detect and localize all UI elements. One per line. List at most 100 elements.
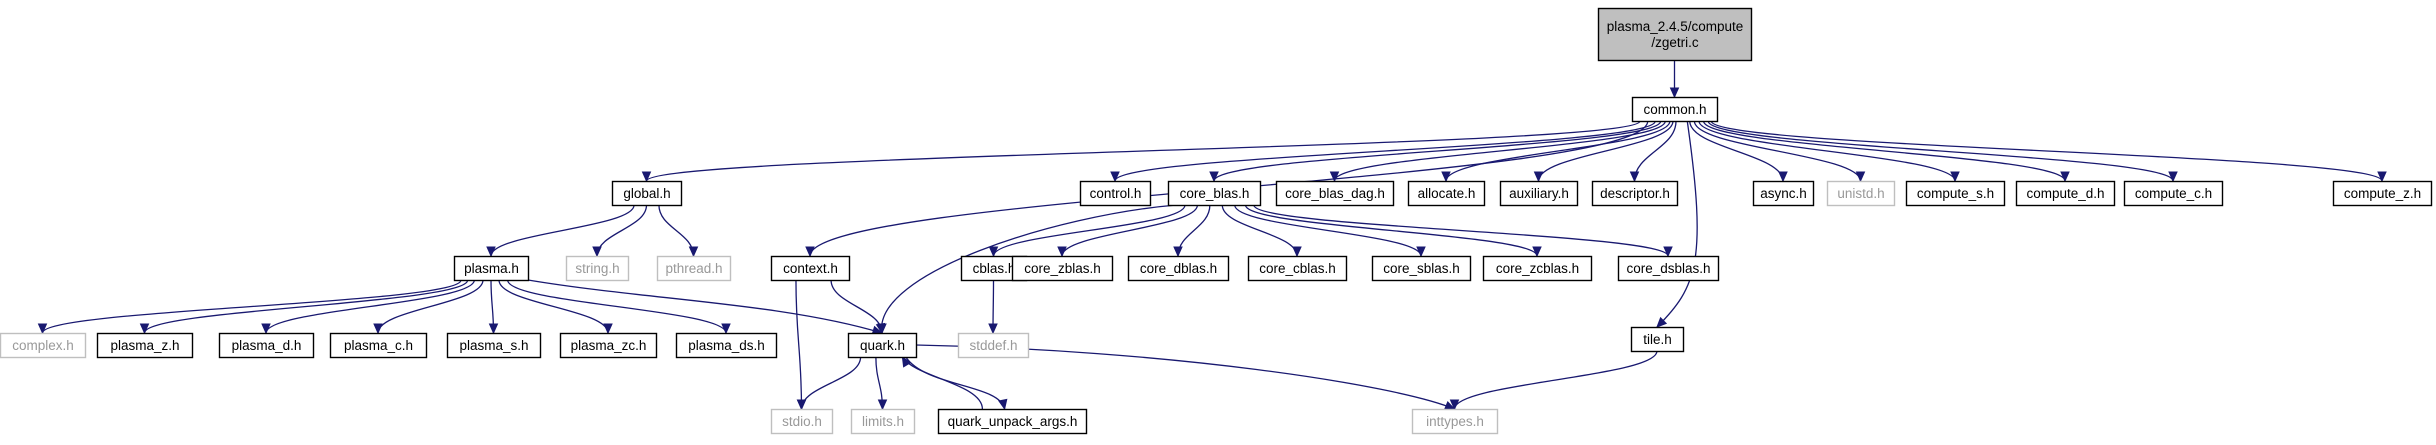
node-label: stddef.h <box>969 338 1017 353</box>
node-quark-unpack[interactable]: quark_unpack_args.h <box>937 408 1088 435</box>
node-box <box>1407 180 1486 207</box>
node-core-zcblas[interactable]: core_zcblas.h <box>1482 255 1593 282</box>
node-core-sblas[interactable]: core_sblas.h <box>1371 255 1472 282</box>
edge-quark_unpack-to-quark <box>901 356 984 410</box>
node-label: control.h <box>1090 186 1142 201</box>
node-string[interactable]: string.h <box>565 255 630 282</box>
node-label: complex.h <box>12 338 74 353</box>
node-plasma-c[interactable]: plasma_c.h <box>329 332 428 359</box>
node-plasma-s[interactable]: plasma_s.h <box>446 332 542 359</box>
node-compute-d[interactable]: compute_d.h <box>2015 180 2116 207</box>
edge-tile-to-inttypes <box>1453 350 1658 410</box>
node-label: compute_c.h <box>2135 186 2212 201</box>
edge-arrowhead-common-descriptor <box>1629 171 1640 183</box>
node-box <box>1079 180 1152 207</box>
node-label: core_dsblas.h <box>1626 261 1710 276</box>
edge-arrowhead-common-global <box>641 171 652 183</box>
node-cblas[interactable]: cblas.h <box>960 255 1028 282</box>
node-control[interactable]: control.h <box>1079 180 1152 207</box>
edge-arrowhead-common-auxiliary <box>1533 171 1544 183</box>
node-plasma-z[interactable]: plasma_z.h <box>96 332 194 359</box>
node-label: core_sblas.h <box>1383 261 1460 276</box>
edge-arrowhead-plasma-complex <box>37 323 48 335</box>
node-core-dblas[interactable]: core_dblas.h <box>1127 255 1230 282</box>
edge-common-to-compute_d <box>1702 120 2066 182</box>
node-allocate[interactable]: allocate.h <box>1407 180 1486 207</box>
node-box <box>1597 7 1753 62</box>
node-compute-c[interactable]: compute_c.h <box>2123 180 2224 207</box>
node-box <box>611 180 683 207</box>
edge-quark-to-stdio <box>800 356 862 410</box>
node-root[interactable]: plasma_2.4.5/compute/zgetri.c <box>1597 7 1753 62</box>
node-box <box>770 408 834 435</box>
node-label: compute_s.h <box>1917 186 1994 201</box>
node-box <box>656 255 732 282</box>
edge-arrowhead-plasma-plasma_s <box>488 323 499 335</box>
node-box <box>1752 180 1815 207</box>
edge-core_blas-to-core_dsblas <box>1253 204 1669 257</box>
edge-core_blas-to-core_dblas <box>1177 204 1211 257</box>
node-label: cblas.h <box>973 261 1016 276</box>
edge-arrowhead-plasma-plasma_d <box>261 323 271 335</box>
node-quark[interactable]: quark.h <box>847 332 918 359</box>
node-box <box>565 255 630 282</box>
node-core-blas-dag[interactable]: core_blas_dag.h <box>1275 180 1395 207</box>
edge-arrowhead-common-control <box>1110 171 1120 183</box>
node-common[interactable]: common.h <box>1631 96 1719 123</box>
node-descriptor[interactable]: descriptor.h <box>1591 180 1679 207</box>
node-label: plasma_2.4.5/compute <box>1607 19 1744 34</box>
node-plasma[interactable]: plasma.h <box>453 255 530 282</box>
node-label: plasma_z.h <box>110 338 179 353</box>
edge-plasma-to-plasma_zc <box>498 279 609 334</box>
node-core-blas[interactable]: core_blas.h <box>1167 180 1262 207</box>
graph-nodes: plasma_2.4.5/compute/zgetri.c common.h glo… <box>0 7 2433 435</box>
node-complex[interactable]: complex.h <box>0 332 87 359</box>
edge-arrowhead-common-allocate <box>1441 171 1451 183</box>
node-plasma-zc[interactable]: plasma_zc.h <box>559 332 658 359</box>
edge-plasma-to-plasma_c <box>377 279 484 334</box>
node-label: plasma.h <box>464 261 519 276</box>
node-stddef[interactable]: stddef.h <box>957 332 1030 359</box>
node-context[interactable]: context.h <box>770 255 851 282</box>
edge-plasma-to-quark <box>527 279 883 334</box>
node-unistd[interactable]: unistd.h <box>1826 180 1896 207</box>
edge-arrowhead-core_blas-core_sblas <box>1416 246 1426 258</box>
node-box <box>770 255 851 282</box>
node-tile[interactable]: tile.h <box>1630 326 1685 353</box>
edge-arrowhead-common-context <box>805 246 815 258</box>
edge-arrowhead-cblas-stddef <box>988 323 998 335</box>
node-async[interactable]: async.h <box>1752 180 1815 207</box>
node-auxiliary[interactable]: auxiliary.h <box>1499 180 1579 207</box>
edge-context-to-quark <box>830 279 883 334</box>
node-core-cblas[interactable]: core_cblas.h <box>1247 255 1348 282</box>
node-plasma-d[interactable]: plasma_d.h <box>218 332 315 359</box>
node-label: async.h <box>1760 186 1807 201</box>
node-label: core_blas.h <box>1180 186 1250 201</box>
edge-arrowhead-plasma-plasma_zc <box>603 323 613 335</box>
node-inttypes[interactable]: inttypes.h <box>1411 408 1499 435</box>
node-core-zblas[interactable]: core_zblas.h <box>1011 255 1114 282</box>
node-box <box>1499 180 1579 207</box>
edge-core_blas-to-quark <box>881 204 1177 334</box>
edge-common-to-control <box>1114 120 1657 182</box>
node-box <box>850 408 916 435</box>
node-compute-s[interactable]: compute_s.h <box>1905 180 2006 207</box>
node-limits[interactable]: limits.h <box>850 408 916 435</box>
node-label: quark.h <box>860 338 905 353</box>
node-pthread[interactable]: pthread.h <box>656 255 732 282</box>
node-label: core_cblas.h <box>1259 261 1336 276</box>
edge-arrowhead-core_blas-quark <box>875 322 886 335</box>
edge-arrowhead-quark-stdio <box>796 399 807 411</box>
node-core-dsblas[interactable]: core_dsblas.h <box>1617 255 1720 282</box>
node-global[interactable]: global.h <box>611 180 683 207</box>
edge-arrowhead-root-common <box>1669 87 1680 99</box>
node-plasma-ds[interactable]: plasma_ds.h <box>675 332 778 359</box>
node-compute-z[interactable]: compute_z.h <box>2332 180 2433 207</box>
edge-arrowhead-global-pthread <box>688 246 699 258</box>
edge-common-to-tile <box>1656 120 1698 328</box>
node-label: /zgetri.c <box>1651 35 1699 50</box>
node-label: tile.h <box>1643 332 1672 347</box>
node-box <box>329 332 428 359</box>
node-label: compute_z.h <box>2344 186 2421 201</box>
node-stdio[interactable]: stdio.h <box>770 408 834 435</box>
